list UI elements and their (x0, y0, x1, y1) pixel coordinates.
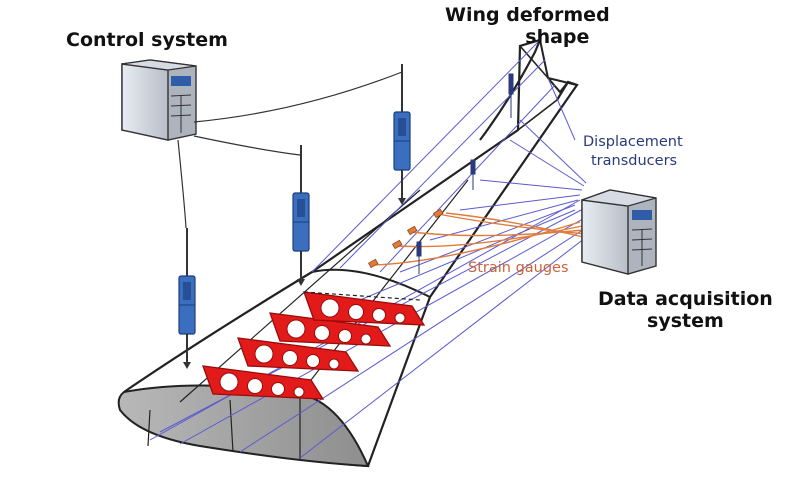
actuator-3 (393, 63, 411, 206)
wing-deformed-line-1: Wing deformed (445, 4, 610, 26)
strain-gauges-label: Strain gauges (468, 260, 569, 276)
daq-line-1: Data acquisition (598, 288, 773, 310)
wing-deformed-line-2: shape (525, 26, 590, 48)
control-system-label: Control system (66, 29, 228, 51)
wing-deformed-shape-label: Wing deformed shape (445, 4, 610, 48)
data-acquisition-computer-icon (581, 189, 657, 275)
daq-line-2: system (647, 310, 724, 332)
displacement-transducers-label: Displacement transducers (583, 133, 683, 171)
displacement-line-2: transducers (591, 153, 678, 169)
data-acquisition-system-label: Data acquisition system (598, 288, 773, 332)
actuator-2 (292, 144, 310, 287)
displacement-line-1: Displacement (583, 134, 683, 150)
displacement-transducers (416, 73, 514, 274)
actuator-1 (178, 227, 196, 370)
control-cables (177, 71, 403, 229)
strain-gauges (367, 208, 444, 269)
control-system-computer-icon (121, 59, 197, 141)
wing-ribs (202, 291, 425, 400)
strain-gauge-cables (373, 212, 589, 266)
